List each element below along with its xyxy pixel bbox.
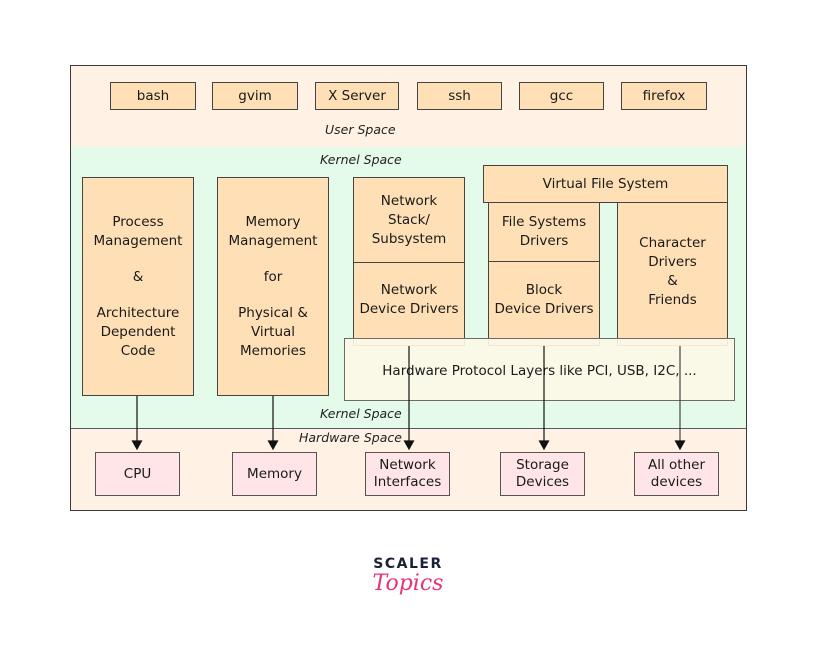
text-line: Device Drivers [494, 300, 594, 317]
text-line: Block [525, 281, 563, 298]
network-stack-box: Network Stack/ Subsystem [353, 177, 465, 263]
text-line: Character [639, 235, 706, 251]
app-gvim: gvim [212, 82, 298, 110]
user-space-label: User Space [325, 122, 396, 137]
text-line: Physical & [238, 304, 308, 321]
text-line: devices [650, 474, 703, 490]
block-device-drivers-box: Block Device Drivers [488, 261, 600, 346]
text-line: Virtual [250, 323, 296, 340]
app-bash: bash [110, 82, 196, 110]
text-line: Process [112, 213, 164, 230]
text-line: Management [93, 232, 183, 249]
app-label: firefox [642, 87, 686, 104]
character-drivers-box: Character Drivers & Friends [617, 202, 728, 346]
hardware-storage-devices: Storage Devices [500, 452, 585, 496]
text-line: Memory [245, 213, 301, 230]
scaler-topics-logo: SCALER Topics [372, 556, 444, 606]
network-device-drivers-box: Network Device Drivers [353, 262, 465, 346]
text-line: All other [648, 457, 705, 473]
diagram-frame [70, 65, 747, 511]
app-label: X Server [328, 87, 386, 104]
kernel-space-label-top: Kernel Space [320, 152, 402, 167]
text-line: Network [380, 282, 438, 298]
text-line: Network [380, 192, 438, 209]
text-line: Drivers [648, 254, 697, 270]
text-line: CPU [123, 465, 152, 482]
app-label: bash [136, 87, 170, 104]
text-line: Storage [516, 457, 569, 473]
text-line: & [132, 268, 144, 285]
memory-management-box: Memory Management for Physical & Virtual… [217, 177, 329, 396]
text-line: Subsystem [371, 230, 447, 247]
text-line: Code [120, 342, 156, 359]
virtual-file-system-box: Virtual File System [483, 165, 728, 203]
text-line: Devices [515, 474, 570, 490]
text-line: Network [379, 457, 436, 473]
app-label: gcc [549, 87, 574, 104]
text-line: Stack/ [388, 211, 430, 228]
text-line: Memories [239, 342, 306, 359]
app-label: ssh [448, 87, 471, 104]
hardware-network-interfaces: Network Interfaces [365, 452, 450, 496]
kernel-space-label-bottom: Kernel Space [320, 406, 402, 421]
process-management-box: Process Management & Architecture Depend… [82, 177, 194, 396]
app-gcc: gcc [519, 82, 604, 110]
hardware-cpu: CPU [95, 452, 180, 496]
app-x-server: X Server [315, 82, 399, 110]
text-line: Dependent [100, 323, 176, 340]
text-line: Interfaces [373, 474, 442, 490]
text-line: for [263, 268, 283, 285]
hardware-space-label: Hardware Space [299, 430, 402, 445]
app-label: gvim [238, 87, 272, 104]
app-ssh: ssh [417, 82, 502, 110]
text-line: File Systems [501, 214, 587, 230]
file-systems-drivers-box: File Systems Drivers [488, 202, 600, 262]
text-line: Management [228, 232, 318, 249]
text-line: Memory [247, 465, 302, 482]
text-line: Hardware Protocol Layers like PCI, USB, … [382, 362, 697, 379]
text-line: Architecture [96, 304, 180, 321]
text-line: Drivers [519, 233, 569, 249]
text-line: Friends [648, 292, 697, 308]
hardware-all-other-devices: All other devices [634, 452, 719, 496]
logo-topics-text: Topics [372, 571, 444, 596]
text-line: Virtual File System [542, 175, 669, 192]
text-line: & [667, 273, 678, 289]
text-line: Device Drivers [359, 301, 459, 317]
hardware-memory: Memory [232, 452, 317, 496]
app-firefox: firefox [621, 82, 707, 110]
logo-scaler-text: SCALER [373, 556, 443, 572]
